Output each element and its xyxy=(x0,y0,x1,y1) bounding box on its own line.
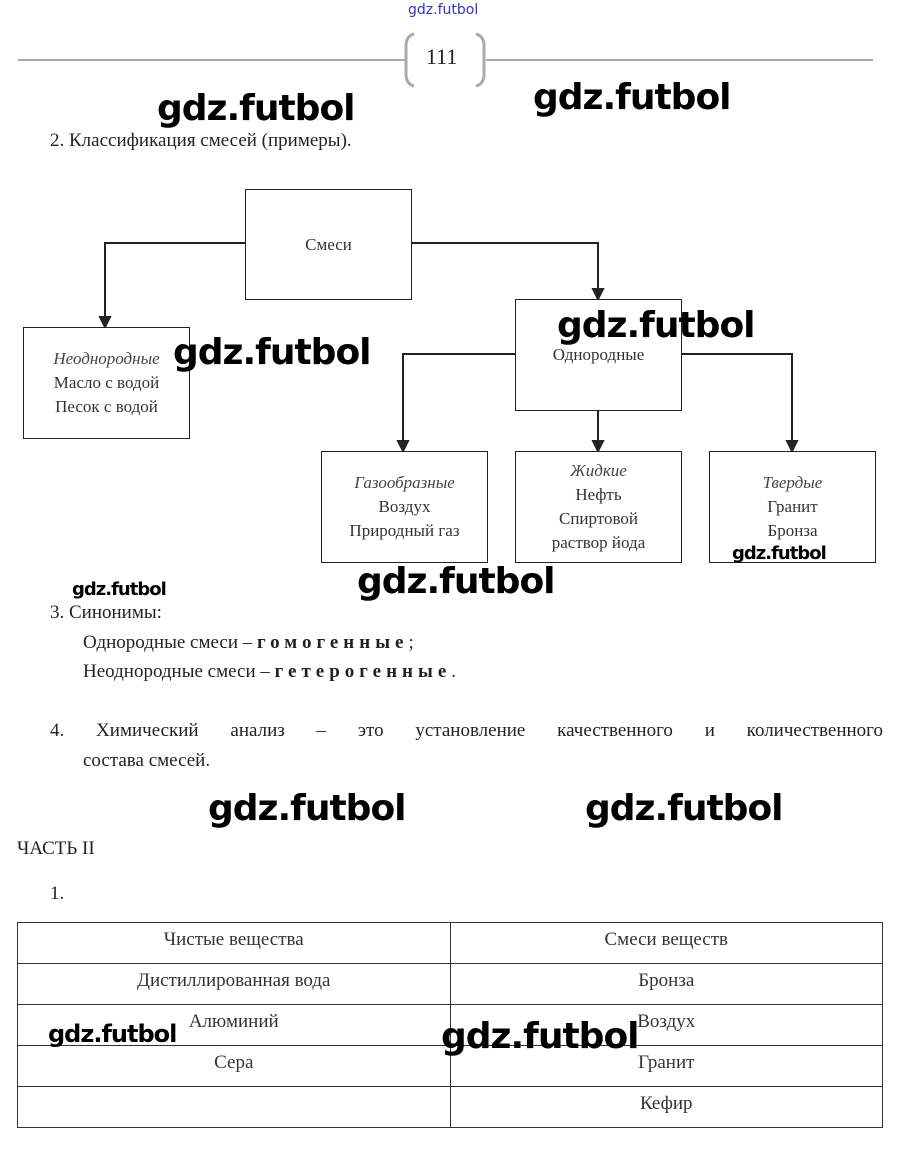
header-rule xyxy=(18,32,873,88)
header-cell: Чистые вещества xyxy=(17,922,451,964)
node-solid: Твердые Гранит Бронза xyxy=(709,451,876,563)
node-title: Твердые xyxy=(762,473,823,492)
synonym-line-1: Однородные смеси – гомогенные; xyxy=(83,632,414,654)
watermark: gdz.futbol xyxy=(157,88,356,129)
watermark: gdz.futbol xyxy=(585,788,784,829)
section-4-line-1: 4. Химический анализ – это установление … xyxy=(50,720,883,741)
diagram-arrows xyxy=(98,242,799,454)
watermark: gdz.futbol xyxy=(173,332,372,373)
page-number: 111 xyxy=(426,44,458,69)
node-title: Газообразные xyxy=(354,473,455,492)
watermark: gdz.futbol xyxy=(48,1020,177,1048)
node-item: Гранит xyxy=(767,497,818,516)
node-item: Природный газ xyxy=(349,521,460,540)
node-label: Смеси xyxy=(305,234,352,254)
node-item: Масло с водой xyxy=(53,373,160,392)
synonym-term: гетерогенные xyxy=(274,661,452,682)
node-heterogeneous: Неоднородные Масло с водой Песок с водой xyxy=(23,327,190,439)
synonym-prefix: Однородные смеси – xyxy=(83,632,253,653)
node-mixtures: Смеси xyxy=(245,189,412,300)
header-cell: Смеси веществ xyxy=(449,922,883,964)
watermark: gdz.futbol xyxy=(208,788,407,829)
node-item: Спиртовой xyxy=(558,509,639,528)
part-2-title: ЧАСТЬ II xyxy=(17,838,95,859)
node-item: Бронза xyxy=(767,521,818,540)
part-2-item: 1. xyxy=(50,883,65,904)
watermark: gdz.futbol xyxy=(557,305,756,346)
watermark: gdz.futbol xyxy=(72,579,167,600)
cell: Гранит xyxy=(449,1045,883,1087)
node-item: раствор йода xyxy=(551,533,646,552)
site-link[interactable]: gdz.futbol xyxy=(408,2,479,18)
cell: Кефир xyxy=(449,1086,883,1128)
node-item: Песок с водой xyxy=(55,397,158,416)
node-title: Жидкие xyxy=(570,461,627,480)
watermark: gdz.futbol xyxy=(732,543,827,564)
node-homogeneous: Однородные xyxy=(515,299,682,411)
node-item: Воздух xyxy=(378,497,431,516)
cell: Воздух xyxy=(449,1004,883,1046)
table-row: Кефир xyxy=(17,1086,883,1128)
cell: Дистиллированная вода xyxy=(17,963,451,1005)
synonym-term: гомогенные xyxy=(257,632,409,653)
watermark: gdz.futbol xyxy=(441,1016,640,1057)
node-item: Нефть xyxy=(575,485,622,504)
synonym-prefix: Неоднородные смеси – xyxy=(83,661,270,682)
section-4-line-2: состава смесей. xyxy=(83,750,211,771)
cell xyxy=(17,1086,451,1128)
punct: . xyxy=(451,661,457,682)
section-2-title: 2. Классификация смесей (примеры). xyxy=(50,130,352,151)
node-gas: Газообразные Воздух Природный газ xyxy=(321,451,488,563)
node-label: Однородные xyxy=(552,345,645,364)
section-3-title: 3. Синонимы: xyxy=(50,602,162,623)
cell: Алюминий xyxy=(17,1004,451,1046)
cell: Бронза xyxy=(449,963,883,1005)
watermark: gdz.futbol xyxy=(357,561,556,602)
node-liquid: Жидкие Нефть Спиртовой раствор йода xyxy=(515,451,682,563)
node-title: Неоднородные xyxy=(53,349,160,368)
synonym-line-2: Неоднородные смеси – гетерогенные. xyxy=(83,661,456,683)
punct: ; xyxy=(408,632,414,653)
watermark: gdz.futbol xyxy=(533,77,732,118)
cell: Сера xyxy=(17,1045,451,1087)
